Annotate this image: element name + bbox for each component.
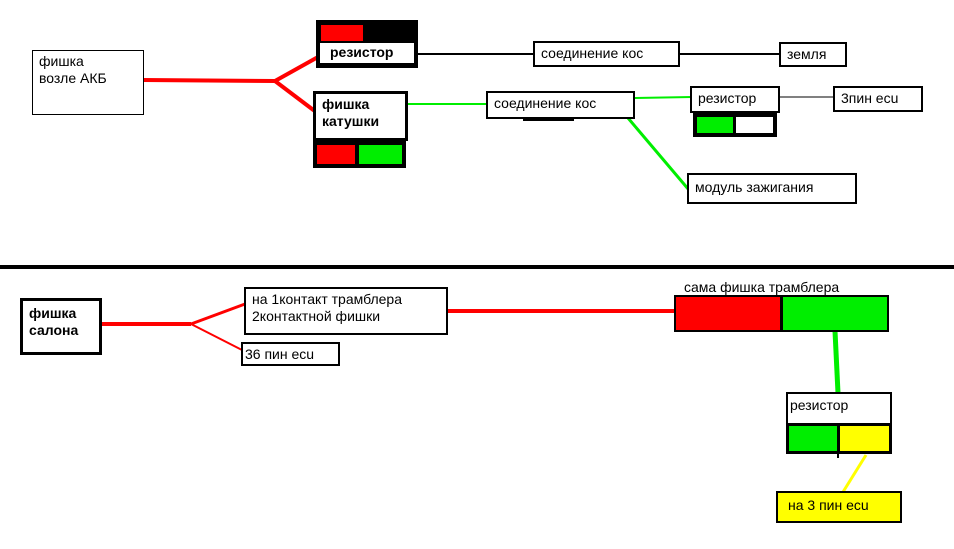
cabin-plug-box: фишка салона [20, 298, 102, 355]
resistor-bottom-box: резистор [786, 392, 892, 425]
resistor-mid-pins [693, 113, 777, 137]
resistor-top-block: резистор [316, 20, 418, 68]
wire-red-to-coil [273, 79, 318, 114]
ecu-pin3-box: 3пин ecu [833, 86, 923, 112]
ground-box: земля [779, 42, 847, 67]
coil-pin-green [359, 145, 402, 164]
coil-plug-pins [313, 141, 406, 168]
resistor-bottom-yellow [840, 426, 889, 451]
resistor-mid-white [736, 117, 773, 133]
wire-red-feed [142, 78, 276, 83]
resistor-bottom-pins [786, 423, 892, 454]
splice-black-box: соединение кос [533, 41, 680, 67]
ignition-module-box: модуль зажигания [687, 173, 857, 204]
coil-plug-box: фишка катушки [313, 91, 408, 141]
resistor-mid-green [697, 117, 733, 133]
distributor-pin-red [676, 297, 780, 330]
wire-green-2 [633, 96, 693, 99]
splice-green-box: соединение кос [486, 91, 635, 119]
wire-green-module [626, 117, 691, 191]
distributor-contact-box: на 1контакт трамблера 2контактной фишки [244, 287, 448, 335]
resistor-top-red [321, 25, 363, 41]
to-ecu-pin3-box: на 3 пин ecu [776, 491, 902, 523]
ecu-pin36-box: 36 пин ecu [241, 342, 340, 366]
distributor-pin-green [783, 297, 887, 330]
distributor-plug [674, 295, 889, 332]
distributor-plug-label: сама фишка трамблера [684, 279, 840, 295]
wire-red-up [190, 302, 246, 326]
resistor-mid-box: резистор [690, 86, 780, 113]
coil-pin-red [317, 145, 355, 164]
resistor-top-label: резистор [320, 43, 414, 63]
wire-yellow [841, 454, 868, 493]
wire-red-to-resistor [274, 55, 319, 83]
resistor-bottom-green [789, 426, 837, 451]
wire-red-down [190, 323, 243, 351]
wire-green-resistor [832, 330, 841, 394]
battery-plug-box: фишка возле АКБ [32, 50, 144, 115]
